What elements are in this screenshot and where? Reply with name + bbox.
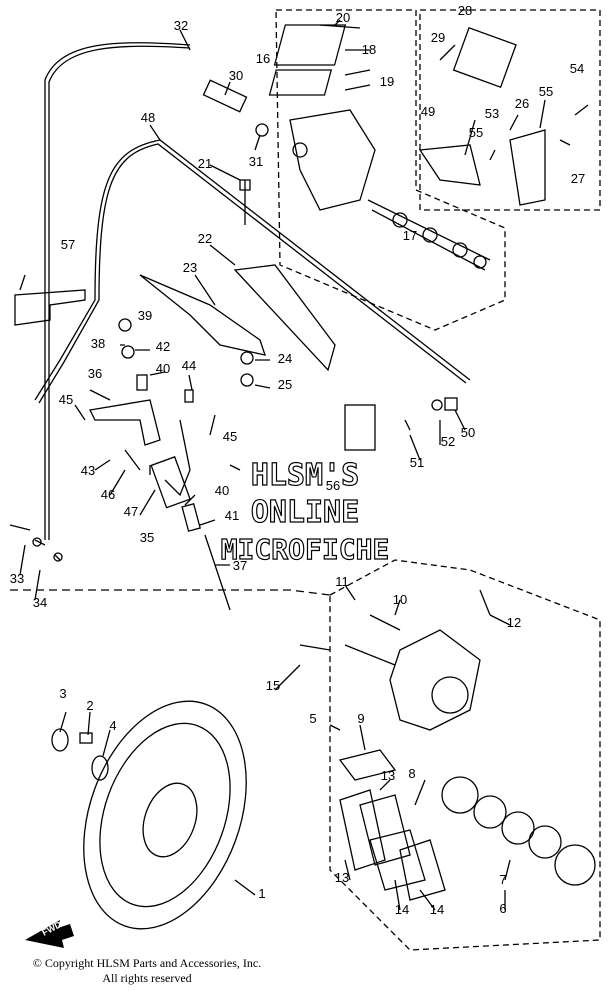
callout-56: 56 <box>326 478 340 493</box>
callout-11: 11 <box>335 574 349 589</box>
callout-28: 28 <box>458 3 472 18</box>
callout-26: 26 <box>515 96 529 111</box>
callout-55: 55 <box>469 125 483 140</box>
callout-51: 51 <box>410 455 424 470</box>
watermark-line-1: HLSM'S <box>251 458 359 493</box>
callout-40: 40 <box>156 361 170 376</box>
callout-27: 27 <box>571 171 585 186</box>
callout-20: 20 <box>336 10 350 25</box>
callout-39: 39 <box>138 308 152 323</box>
callout-40: 40 <box>215 483 229 498</box>
master-cylinder-assembly-outline <box>275 9 506 331</box>
callout-6: 6 <box>499 901 506 916</box>
callout-18: 18 <box>362 42 376 57</box>
callout-37: 37 <box>233 558 247 573</box>
caliper-assembly-outline <box>329 559 601 951</box>
callout-1: 1 <box>258 886 265 901</box>
callout-29: 29 <box>431 30 445 45</box>
callout-50: 50 <box>461 425 475 440</box>
callout-42: 42 <box>156 339 170 354</box>
callout-32: 32 <box>174 18 188 33</box>
hose-48 <box>34 139 471 401</box>
brake-disc <box>83 700 247 930</box>
callout-34: 34 <box>33 595 47 610</box>
callout-35: 35 <box>140 530 154 545</box>
callout-54: 54 <box>570 61 584 76</box>
callout-23: 23 <box>183 260 197 275</box>
callout-41: 41 <box>225 508 239 523</box>
callout-19: 19 <box>380 74 394 89</box>
callout-33: 33 <box>10 571 24 586</box>
callout-15: 15 <box>266 678 280 693</box>
callout-17: 17 <box>403 228 417 243</box>
callout-49: 49 <box>421 104 435 119</box>
callout-10: 10 <box>393 592 407 607</box>
callout-13: 13 <box>335 870 349 885</box>
callout-4: 4 <box>109 718 116 733</box>
callout-14: 14 <box>430 902 444 917</box>
copyright-line-2: All rights reserved <box>102 971 191 985</box>
callout-38: 38 <box>91 336 105 351</box>
callout-8: 8 <box>408 766 415 781</box>
callout-3: 3 <box>59 686 66 701</box>
callout-44: 44 <box>182 358 196 373</box>
callout-46: 46 <box>101 487 115 502</box>
callout-2: 2 <box>86 698 93 713</box>
callout-31: 31 <box>249 154 263 169</box>
callout-22: 22 <box>198 231 212 246</box>
section-boundary-line <box>10 589 331 596</box>
callout-36: 36 <box>88 366 102 381</box>
callout-47: 47 <box>124 504 138 519</box>
callout-30: 30 <box>229 68 243 83</box>
copyright-line-1: © Copyright HLSM Parts and Accessories, … <box>33 956 261 970</box>
watermark-line-3: MICROFICHE <box>221 533 390 566</box>
callout-12: 12 <box>507 615 521 630</box>
brake-lever <box>233 264 336 372</box>
callout-25: 25 <box>278 377 292 392</box>
watermark-line-2: ONLINE <box>251 495 359 530</box>
master-cylinder-body <box>289 109 376 211</box>
callout-9: 9 <box>357 711 364 726</box>
diagram-linework <box>9 9 601 951</box>
watermark: HLSM'S ONLINE MICROFICHE <box>220 457 390 566</box>
callout-21: 21 <box>198 156 212 171</box>
callout-45: 45 <box>223 429 237 444</box>
callout-24: 24 <box>278 351 292 366</box>
callout-53: 53 <box>485 106 499 121</box>
callout-5: 5 <box>309 711 316 726</box>
callout-52: 52 <box>441 434 455 449</box>
reservoir-assembly-outline <box>419 9 601 211</box>
cable-32 <box>44 42 191 540</box>
callout-57: 57 <box>61 237 75 252</box>
callout-13: 13 <box>381 768 395 783</box>
callout-45: 45 <box>59 392 73 407</box>
callout-7: 7 <box>499 872 506 887</box>
callout-16: 16 <box>256 51 270 66</box>
callout-48: 48 <box>141 110 155 125</box>
callout-43: 43 <box>81 463 95 478</box>
caliper-body <box>389 629 481 731</box>
callout-55: 55 <box>539 84 553 99</box>
forward-arrow-icon: FWD <box>25 919 74 948</box>
callout-14: 14 <box>395 902 409 917</box>
